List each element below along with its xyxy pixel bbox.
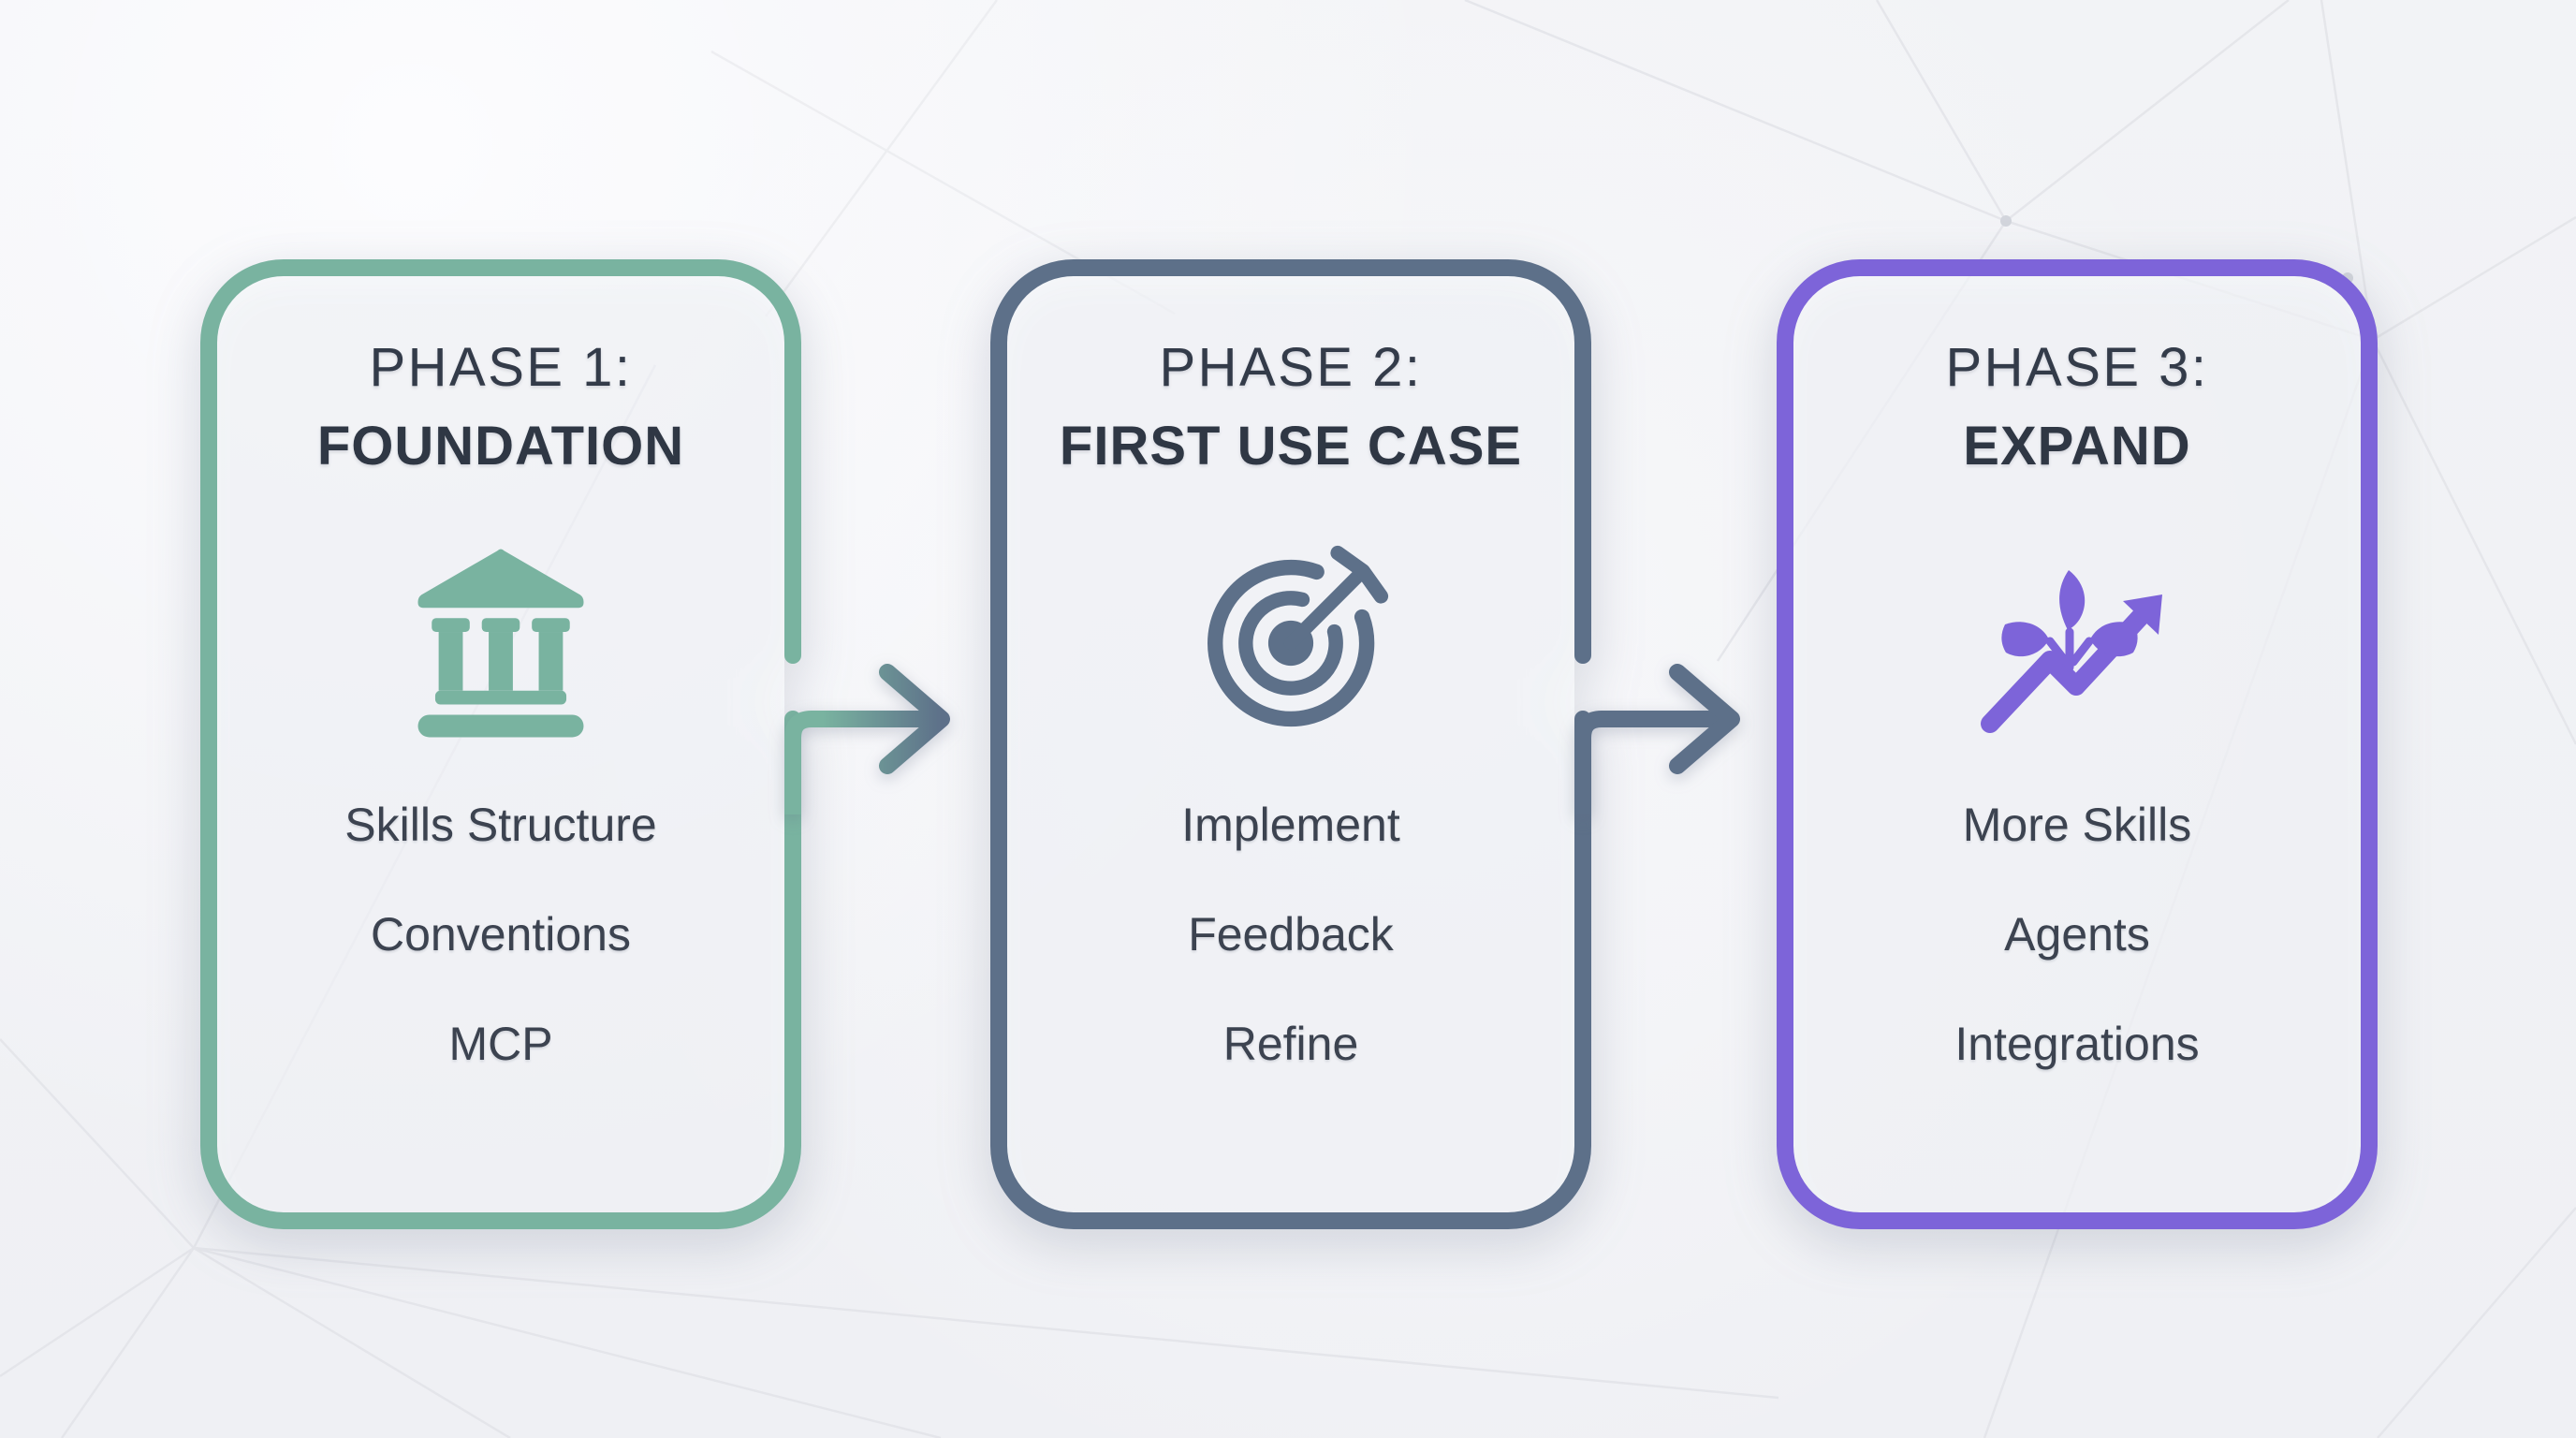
- flow-arrow-1: [784, 664, 950, 814]
- arrowhead: [879, 664, 950, 774]
- phase-item: Conventions: [371, 908, 631, 961]
- phase-item: MCP: [448, 1018, 553, 1071]
- phase-card-border: [990, 259, 1591, 1229]
- phase-item: Integrations: [1954, 1018, 2200, 1071]
- card-fill: [1793, 276, 2361, 1212]
- card-fill: [1007, 276, 1574, 1212]
- phase-item: Agents: [2004, 908, 2150, 961]
- phase-name: FOUNDATION: [316, 416, 685, 477]
- arrowhead: [1669, 664, 1740, 774]
- phase-item: More Skills: [1962, 799, 2192, 852]
- card-fill: [217, 276, 784, 1212]
- phase-label: PHASE 3:: [1945, 337, 2209, 398]
- phase-item: Skills Structure: [344, 799, 657, 852]
- phase-card-first-use-case: PHASE 2: FIRST USE CASE Implement Feedba…: [990, 259, 1591, 1229]
- phase-card-foundation: PHASE 1: FOUNDATION Skills Structure Con: [200, 259, 801, 1229]
- phase-item: Refine: [1222, 1018, 1359, 1071]
- phase-items: More Skills Agents Integrations: [1954, 797, 2199, 1072]
- phase-item: Feedback: [1188, 908, 1394, 961]
- phase-card-border: [200, 259, 801, 1229]
- target-icon: [1192, 544, 1390, 742]
- flow-arrow-2: [1574, 664, 1740, 814]
- phase-items: Implement Feedback Refine: [1181, 797, 1399, 1072]
- growth-icon: [1979, 544, 2175, 742]
- bank-icon: [407, 544, 594, 742]
- phase-name: FIRST USE CASE: [1059, 416, 1523, 477]
- phase-name: EXPAND: [1963, 416, 2191, 477]
- phase-label: PHASE 2:: [1159, 337, 1423, 398]
- phase-card-border: [1777, 259, 2378, 1229]
- phase-label: PHASE 1:: [369, 337, 633, 398]
- phase-item: Implement: [1181, 799, 1400, 852]
- phase-items: Skills Structure Conventions MCP: [344, 797, 656, 1072]
- phase-card-expand: PHASE 3: EXPAND More Skills Agents Integ…: [1777, 259, 2378, 1229]
